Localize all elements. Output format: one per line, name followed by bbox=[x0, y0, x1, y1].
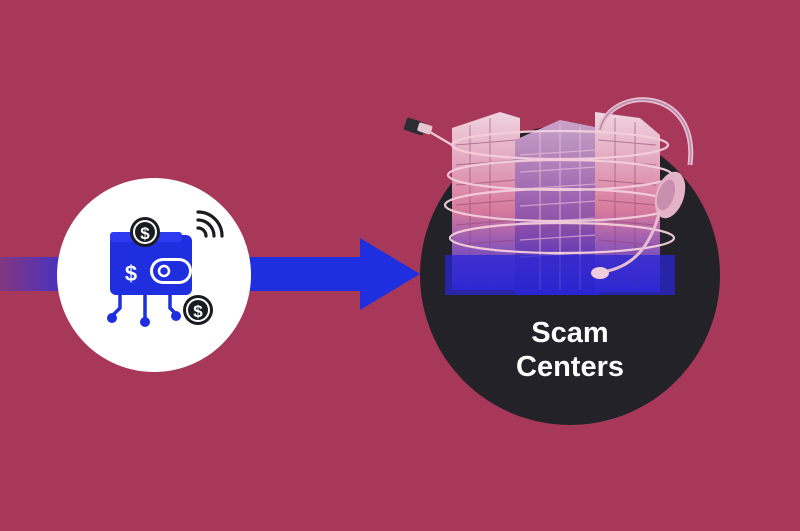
usb-plug-icon bbox=[403, 117, 433, 136]
target-label-line2: Centers bbox=[516, 351, 624, 383]
svg-text:$: $ bbox=[193, 302, 203, 321]
target-label: Scam Centers bbox=[450, 316, 690, 384]
flow-arrow bbox=[225, 238, 420, 310]
microphone-icon bbox=[591, 267, 609, 279]
crypto-wallet-icon: $ $ $ bbox=[107, 210, 224, 327]
target-label-line1: Scam bbox=[531, 317, 609, 349]
skyscraper-with-headset-icon bbox=[403, 97, 694, 295]
svg-text:$: $ bbox=[125, 261, 137, 286]
svg-text:$: $ bbox=[140, 224, 150, 243]
